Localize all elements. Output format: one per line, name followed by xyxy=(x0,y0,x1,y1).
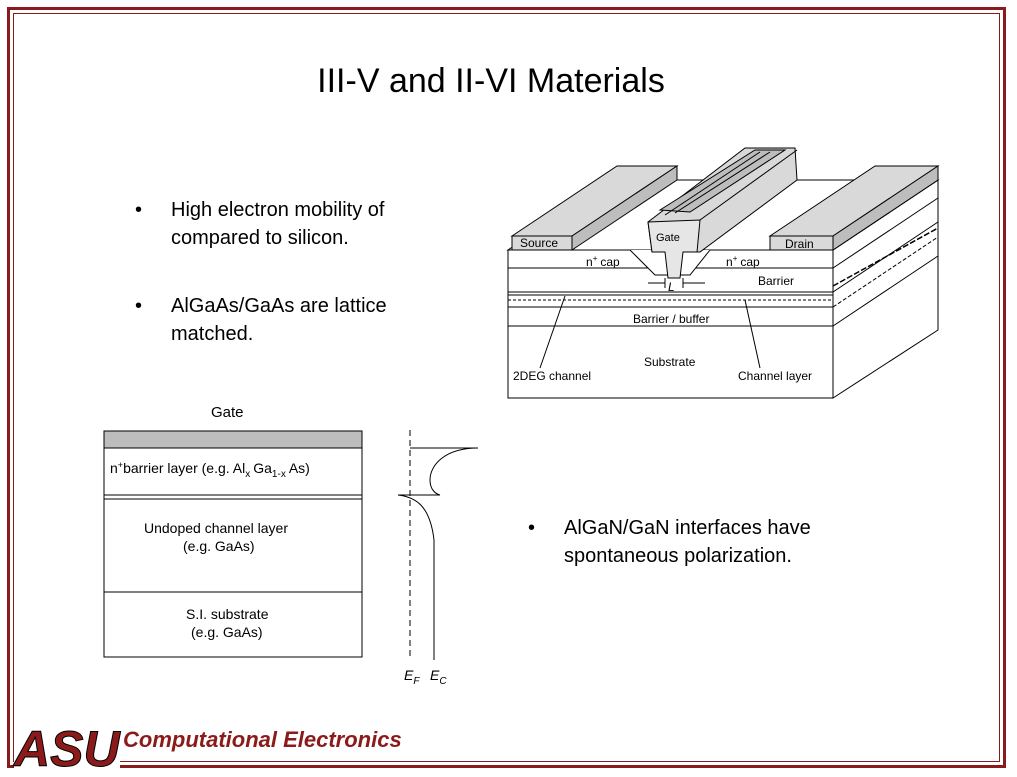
hemt-ncap-right: n+cap xyxy=(726,254,760,269)
substrate-example: (e.g. GaAs) xyxy=(191,624,263,640)
bullet-text: AlGaN/GaN interfaces have spontaneous po… xyxy=(564,517,811,567)
drain-contact xyxy=(769,235,834,251)
source-contact xyxy=(511,235,573,251)
asu-logo: ASU xyxy=(12,718,122,777)
ec-label: EC xyxy=(430,667,447,687)
gate-metal-layer xyxy=(103,430,363,449)
hemt-barrier-label: Barrier xyxy=(758,274,794,288)
asu-logo-text: ASU xyxy=(12,721,121,777)
footer-title: Computational Electronics xyxy=(123,727,402,752)
hemt-drain-label: Drain xyxy=(785,237,814,251)
substrate-label: S.I. substrate xyxy=(186,606,269,622)
slide-border-inner xyxy=(13,13,1000,762)
channel-layer-label: Undoped channel layer xyxy=(144,520,288,536)
slide-border-outer xyxy=(7,7,1006,768)
hemt-gate-label: Gate xyxy=(656,232,680,244)
hemt-substrate-label: Substrate xyxy=(644,355,696,369)
hemt-channel-layer-label: Channel layer xyxy=(738,369,812,383)
bullet-text: AlGaAs/GaAs are lattice matched. xyxy=(171,295,387,345)
ef-label: EF xyxy=(404,667,420,687)
conduction-band-edge xyxy=(397,447,479,660)
bullet-marker: • xyxy=(135,199,143,221)
hemt-source-label: Source xyxy=(520,236,558,250)
bullet-text: High electron mobility of compared to si… xyxy=(171,199,385,249)
hemt-barrier-buffer-label: Barrier / buffer xyxy=(633,312,709,326)
band-gate-label: Gate xyxy=(211,404,244,421)
gate-contact xyxy=(647,219,701,279)
hemt-gate-length: L xyxy=(668,280,675,294)
hemt-ncap-left: n+cap xyxy=(586,254,620,269)
channel-layer-example: (e.g. GaAs) xyxy=(183,538,255,554)
bullet-marker: • xyxy=(135,295,143,317)
hemt-2deg-label: 2DEG channel xyxy=(513,369,591,383)
slide-title: III-V and II-VI Materials xyxy=(317,62,665,100)
bullet-marker: • xyxy=(528,517,536,539)
